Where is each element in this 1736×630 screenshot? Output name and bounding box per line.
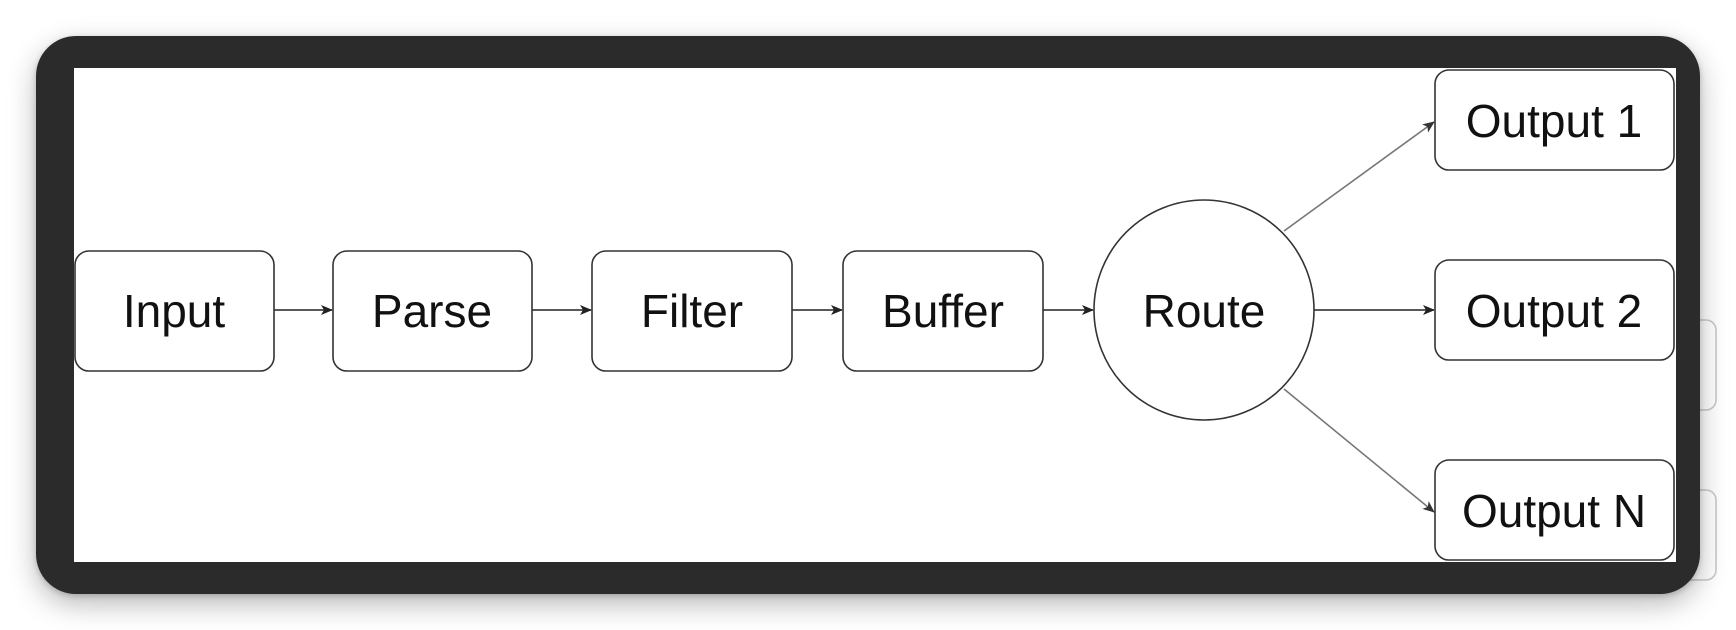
node-output-1-label: Output 1 [1466,95,1642,147]
node-buffer-label: Buffer [882,285,1004,337]
node-route: Route [1093,199,1315,421]
node-parse: Parse [332,250,533,372]
node-output-1-box [1434,69,1675,171]
edge-route-to-output-n [1283,388,1435,513]
node-route-circle [1093,199,1315,421]
node-buffer-box [842,250,1044,372]
pipeline-diagram: Input Parse Filter Buffer Route Output 1… [74,69,1675,561]
node-output-2-box [1434,259,1675,361]
node-output-n-label: Output N [1462,485,1646,537]
node-input-box [74,250,275,372]
node-output-2-label: Output 2 [1466,285,1642,337]
node-input-label: Input [123,285,226,337]
node-buffer: Buffer [842,250,1044,372]
edge-route-to-output-1 [1283,121,1435,232]
node-filter-label: Filter [641,285,743,337]
node-route-label: Route [1143,285,1266,337]
edges [274,121,1435,513]
node-filter: Filter [591,250,793,372]
node-parse-label: Parse [372,285,492,337]
node-output-n-box [1434,459,1675,561]
node-input: Input [74,250,275,372]
node-output-2: Output 2 [1434,259,1675,361]
diagram-canvas: Input Parse Filter Buffer Route Output 1… [74,68,1676,562]
node-output-n: Output N [1434,459,1675,561]
node-parse-box [332,250,533,372]
node-output-1: Output 1 [1434,69,1675,171]
node-filter-box [591,250,793,372]
